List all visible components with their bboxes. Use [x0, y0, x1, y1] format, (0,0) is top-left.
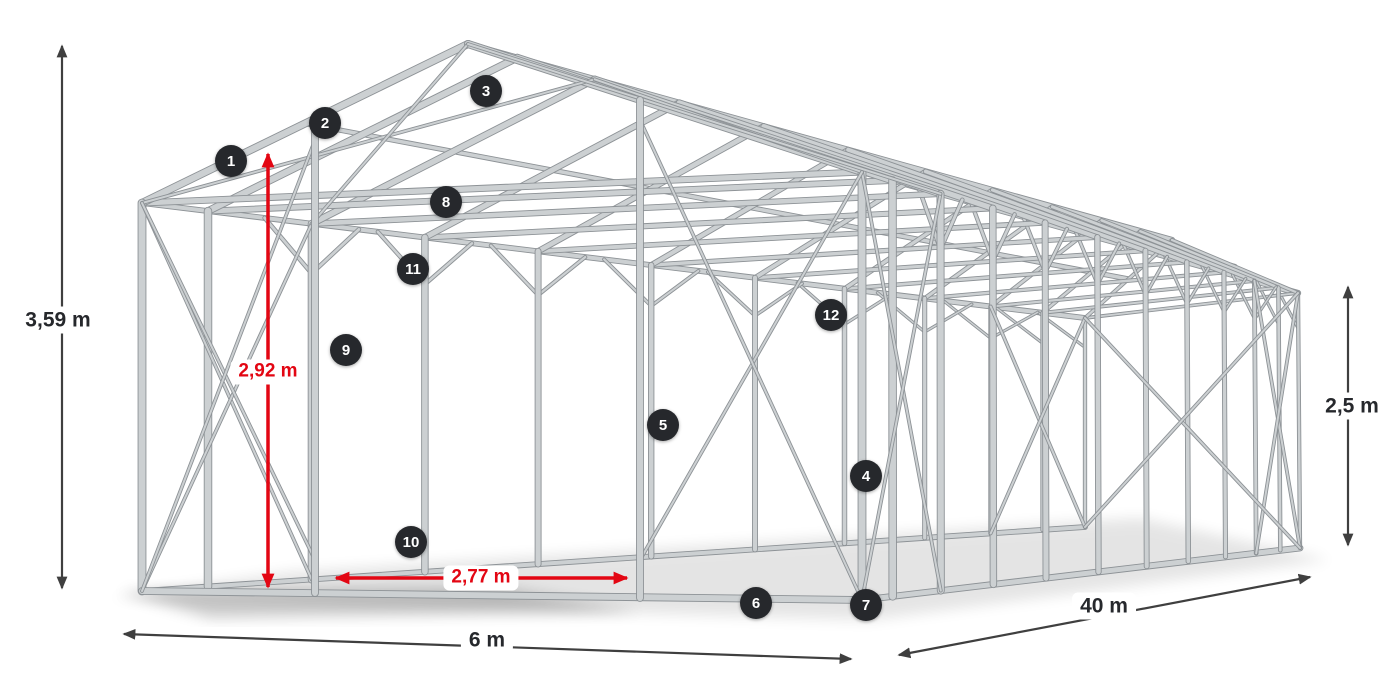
part-badge-4[interactable]: 4: [850, 460, 882, 492]
part-badge-1[interactable]: 1: [215, 145, 247, 177]
dimension-label-total-height: 3,59 m: [17, 306, 99, 334]
dimension-label-inner-height: 2,92 m: [230, 359, 306, 385]
dimension-label-length: 40 m: [1072, 592, 1136, 620]
part-badge-2[interactable]: 2: [309, 107, 341, 139]
part-badge-6[interactable]: 6: [740, 587, 772, 619]
part-badge-11[interactable]: 11: [397, 253, 429, 285]
part-badge-3[interactable]: 3: [470, 75, 502, 107]
part-badge-9[interactable]: 9: [330, 334, 362, 366]
part-badge-5[interactable]: 5: [647, 409, 679, 441]
dimension-label-side-height: 2,5 m: [1317, 392, 1387, 420]
part-badge-12[interactable]: 12: [815, 299, 847, 331]
part-badge-10[interactable]: 10: [395, 526, 427, 558]
part-badge-8[interactable]: 8: [430, 186, 462, 218]
dimension-label-width: 6 m: [460, 626, 514, 654]
dimension-label-door-width: 2,77 m: [443, 565, 519, 591]
part-badge-7[interactable]: 7: [850, 589, 882, 621]
